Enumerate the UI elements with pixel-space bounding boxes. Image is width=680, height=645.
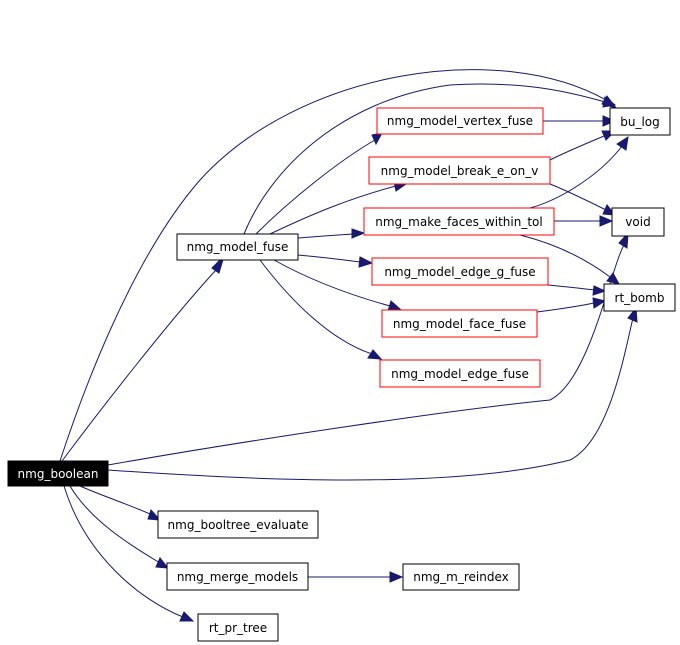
edge-model-fuse-to-make-faces [297,228,366,239]
node-rt-pr-tree[interactable]: rt_pr_tree [197,613,279,642]
edge-boolean-to-model-fuse [61,255,225,462]
node-label: rt_pr_tree [209,621,267,635]
edge-make-faces-to-void [554,215,614,227]
node-label: nmg_model_vertex_fuse [387,114,533,128]
node-label: nmg_merge_models [177,570,298,584]
edge-make-faces-to-bu-log [529,135,629,209]
node-bu-log[interactable]: bu_log [609,107,671,136]
edge-model-fuse-to-edge-fuse [259,259,383,360]
node-label: nmg_model_fuse [187,240,289,254]
node-nmg-m-reindex[interactable]: nmg_m_reindex [402,563,520,591]
edge-model-fuse-to-vertex-fuse [255,132,383,235]
node-nmg-model-edge-fuse[interactable]: nmg_model_edge_fuse [379,359,541,388]
edge-boolean-to-void [107,231,629,466]
node-label: nmg_make_faces_within_tol [375,215,542,229]
node-label: rt_bomb [615,291,665,305]
node-label: nmg_model_break_e_on_v [381,164,539,178]
node-label: nmg_model_edge_g_fuse [384,265,535,279]
edge-make-faces-to-rt-bomb [519,234,620,285]
node-nmg-model-face-fuse[interactable]: nmg_model_face_fuse [381,309,538,338]
node-nmg-model-fuse[interactable]: nmg_model_fuse [176,233,299,261]
edge-break-e-on-v-to-bu-log [549,130,617,161]
node-label: nmg_model_face_fuse [393,317,526,331]
node-label: nmg_boolean [18,467,99,481]
edge-boolean-to-rt-bomb [107,306,638,481]
node-label: nmg_model_edge_fuse [391,367,529,381]
node-void[interactable]: void [611,207,665,237]
node-nmg-model-break-e-on-v[interactable]: nmg_model_break_e_on_v [368,156,551,185]
node-label: bu_log [620,115,660,129]
edge-vertex-fuse-to-bu-log [542,115,617,127]
edge-model-fuse-to-edge-g-fuse [297,254,374,268]
node-label: nmg_m_reindex [413,570,508,584]
node-nmg-boolean[interactable]: nmg_boolean [7,460,109,487]
edge-merge-models-to-m-reindex [308,571,404,583]
edge-boolean-to-booltree-evaluate [79,485,162,521]
edge-face-fuse-to-rt-bomb [536,297,607,313]
node-label: void [625,215,650,229]
node-nmg-model-vertex-fuse[interactable]: nmg_model_vertex_fuse [376,107,544,135]
edge-boolean-to-rt-pr-tree [63,485,195,622]
node-nmg-make-faces-within-tol[interactable]: nmg_make_faces_within_tol [363,207,555,236]
edge-break-e-on-v-to-void [549,183,617,216]
node-nmg-model-edge-g-fuse[interactable]: nmg_model_edge_g_fuse [371,257,549,286]
node-nmg-merge-models[interactable]: nmg_merge_models [166,562,309,591]
node-label: nmg_booltree_evaluate [168,518,309,532]
edge-boolean-to-merge-models [69,485,170,569]
node-nmg-booltree-evaluate[interactable]: nmg_booltree_evaluate [157,510,319,539]
edge-model-fuse-to-bu-log [243,83,617,235]
edge-edge-g-fuse-to-rt-bomb [547,284,607,296]
node-rt-bomb[interactable]: rt_bomb [603,283,676,312]
